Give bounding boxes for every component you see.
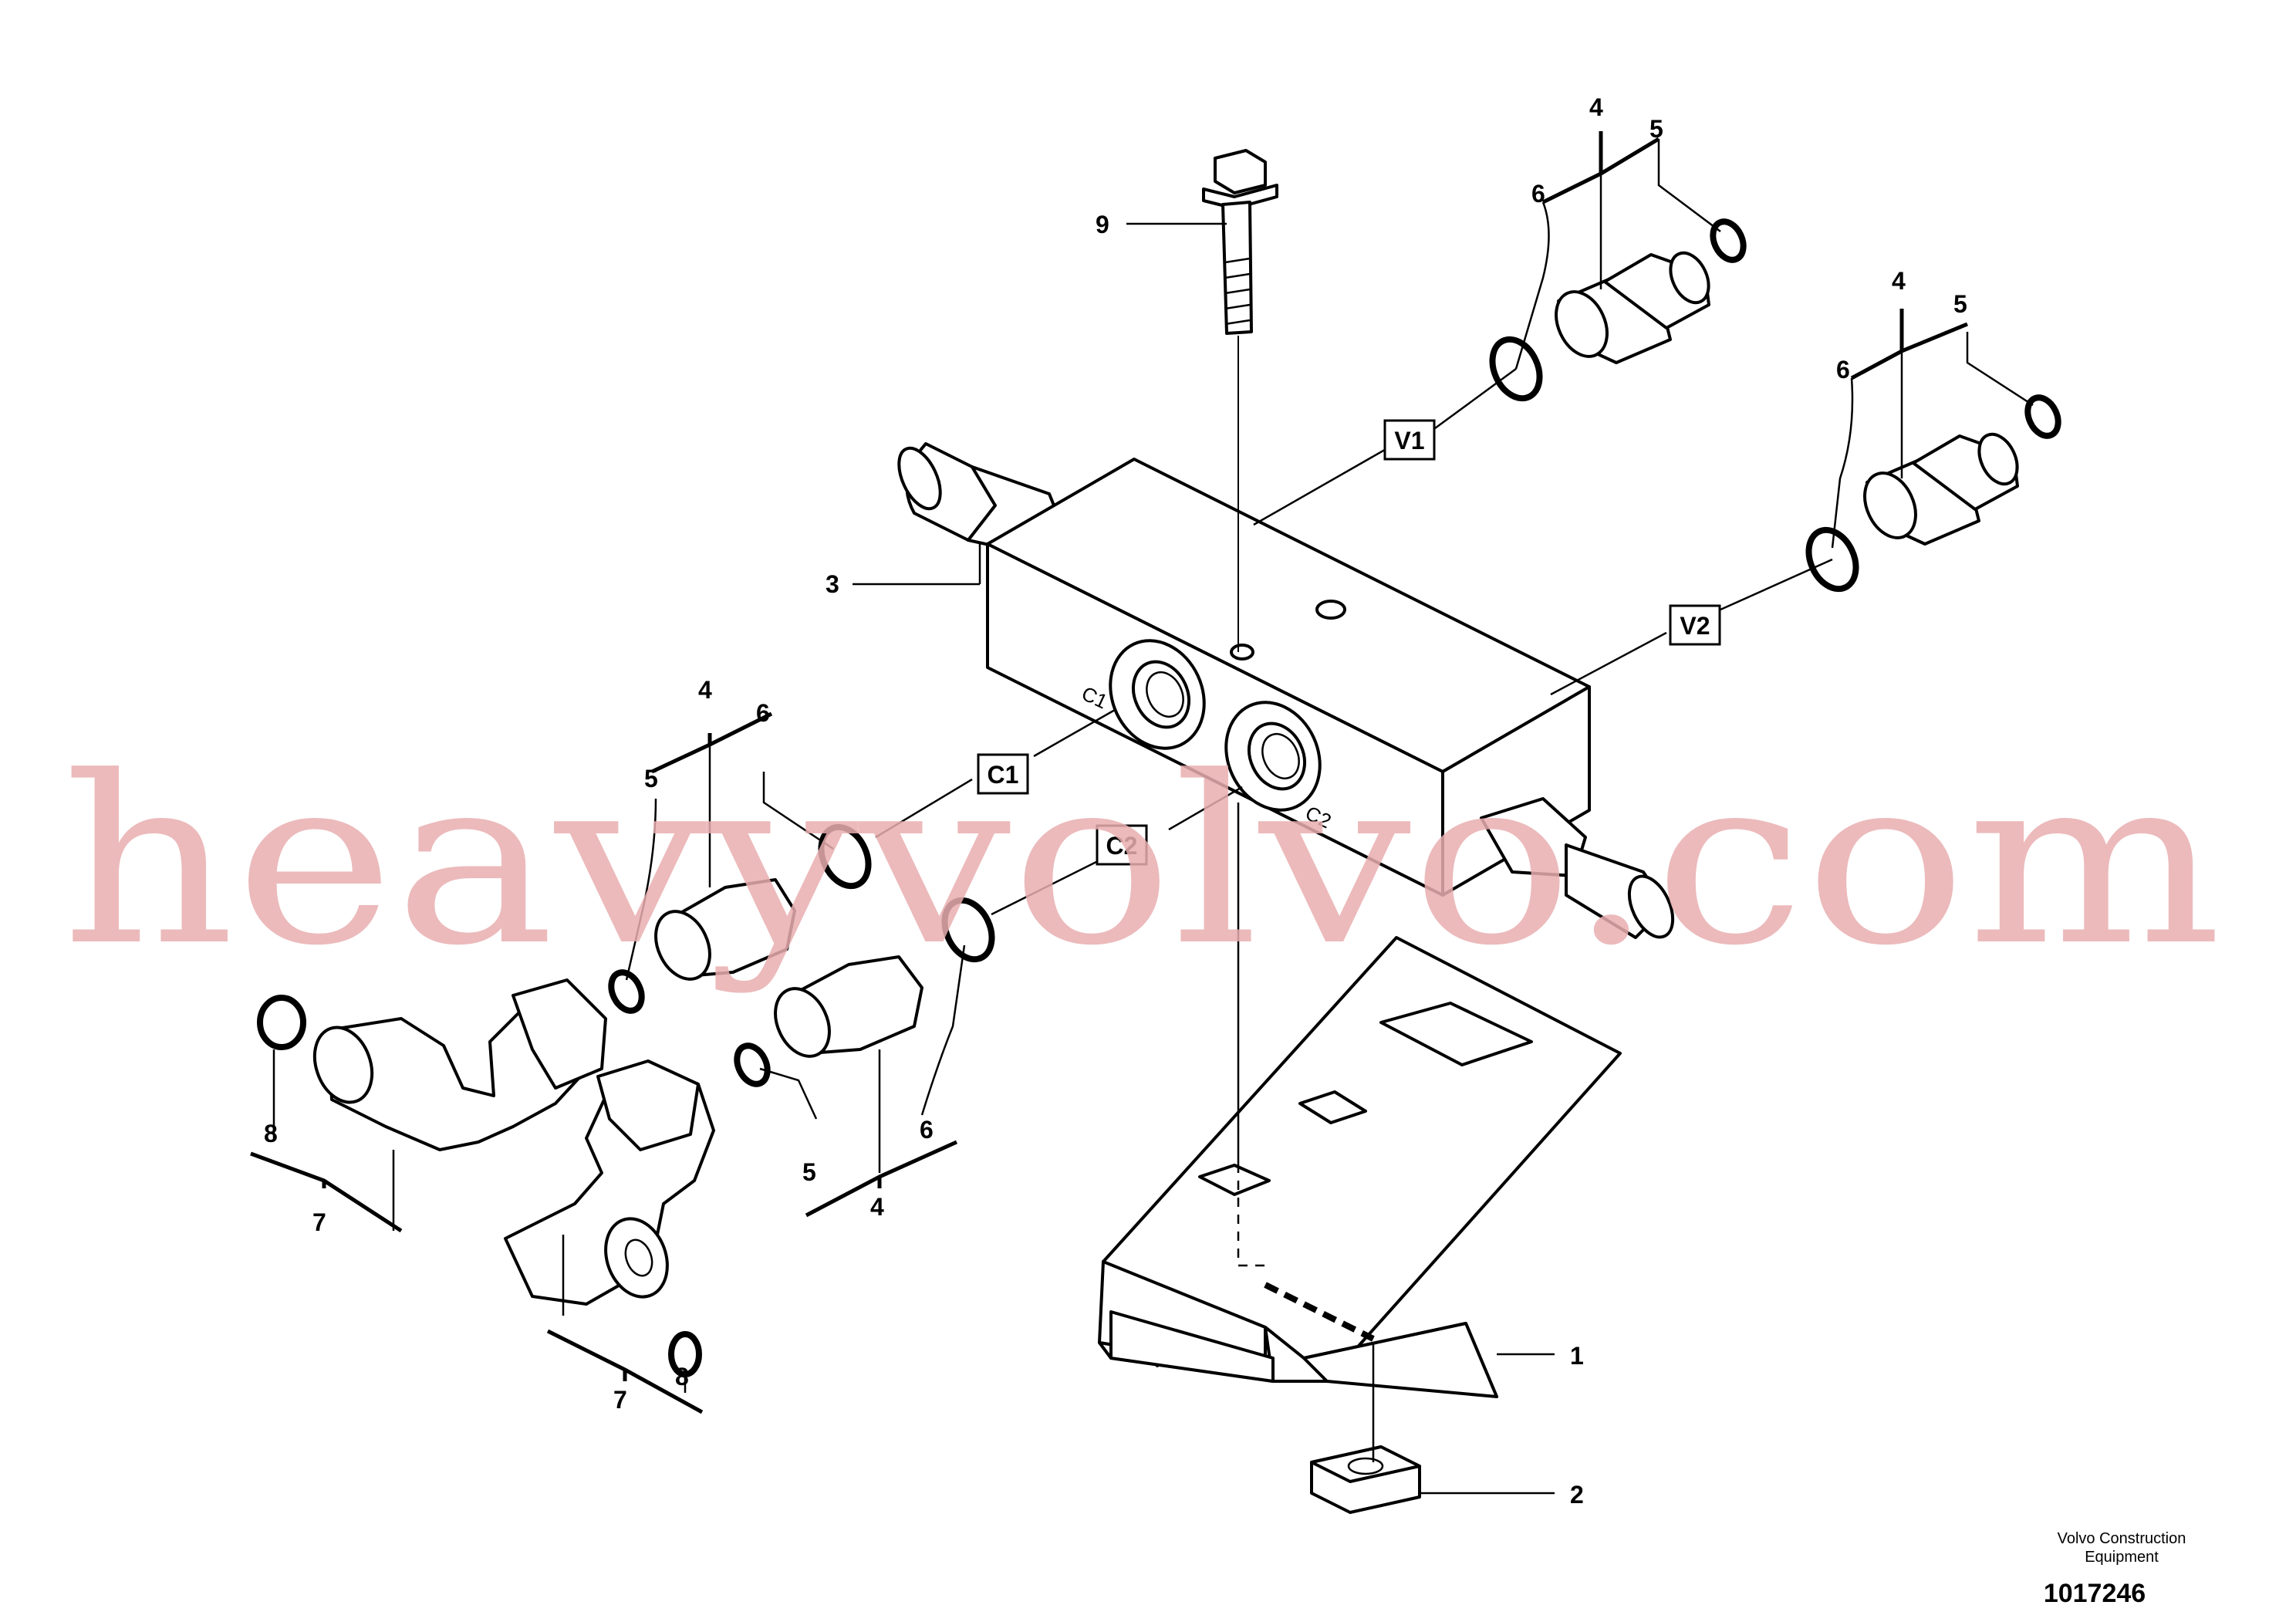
callout-numbers: 1 2 3 9 4 5 6 4 5 6 4 5 6 4 5 6 8 7 7 8	[264, 93, 1967, 1509]
callout-5-left: 5	[644, 765, 658, 792]
elbow-a	[257, 978, 607, 1151]
callout-5-right: 5	[1953, 290, 1967, 318]
callout-4-mid: 4	[870, 1193, 884, 1221]
svg-text:V1: V1	[1394, 427, 1424, 454]
drawing-number: 1017246	[2044, 1579, 2146, 1608]
svg-text:V2: V2	[1680, 612, 1710, 640]
company-name-line1: Volvo Construction	[2058, 1530, 2186, 1547]
svg-text:C2: C2	[1106, 832, 1138, 860]
company-name-line2: Equipment	[2085, 1549, 2159, 1566]
callout-5-mid: 5	[802, 1158, 816, 1186]
callout-8-a: 8	[264, 1120, 278, 1147]
callout-3: 3	[826, 570, 839, 598]
fitting-c1	[608, 823, 872, 1014]
callout-6-left: 6	[756, 699, 770, 727]
port-c2	[1224, 701, 1322, 812]
port-label-c1: C1	[977, 753, 1029, 795]
fitting-c2	[734, 897, 995, 1087]
port-label-c2: C2	[1096, 824, 1148, 866]
callout-1: 1	[1570, 1342, 1584, 1370]
callout-4-left: 4	[698, 676, 712, 704]
callout-4-right: 4	[1892, 267, 1906, 295]
callout-7-b: 7	[613, 1386, 627, 1414]
watermark: heavyvolvo.com	[62, 727, 2222, 996]
leader-lines	[272, 131, 2034, 1495]
port-c1	[1109, 639, 1206, 750]
fitting-v2	[1805, 394, 2061, 593]
port-label-v2: V2	[1669, 604, 1721, 646]
callout-2: 2	[1570, 1481, 1584, 1509]
callout-4-top: 4	[1589, 93, 1603, 121]
group-braces	[250, 131, 1968, 1414]
callout-6-mid: 6	[920, 1116, 934, 1144]
callout-7-a: 7	[312, 1208, 326, 1236]
svg-text:C1: C1	[988, 761, 1019, 789]
clip-nut	[1310, 1343, 1421, 1514]
callout-5-top: 5	[1649, 115, 1663, 143]
bolt	[1202, 149, 1278, 652]
port-label-v1: V1	[1383, 419, 1436, 461]
footer: Volvo Construction Equipment 1017246	[2044, 1530, 2186, 1608]
callout-6-top: 6	[1531, 180, 1545, 208]
bracket	[1098, 803, 1622, 1398]
elbow-b	[504, 1059, 715, 1377]
fitting-v1	[1489, 218, 1747, 402]
valve-right-stub	[1480, 797, 1675, 939]
callout-9: 9	[1096, 211, 1109, 238]
callout-8-b: 8	[675, 1363, 689, 1391]
callout-6-right: 6	[1836, 356, 1850, 384]
valve-block: C1 C2	[897, 442, 1675, 939]
